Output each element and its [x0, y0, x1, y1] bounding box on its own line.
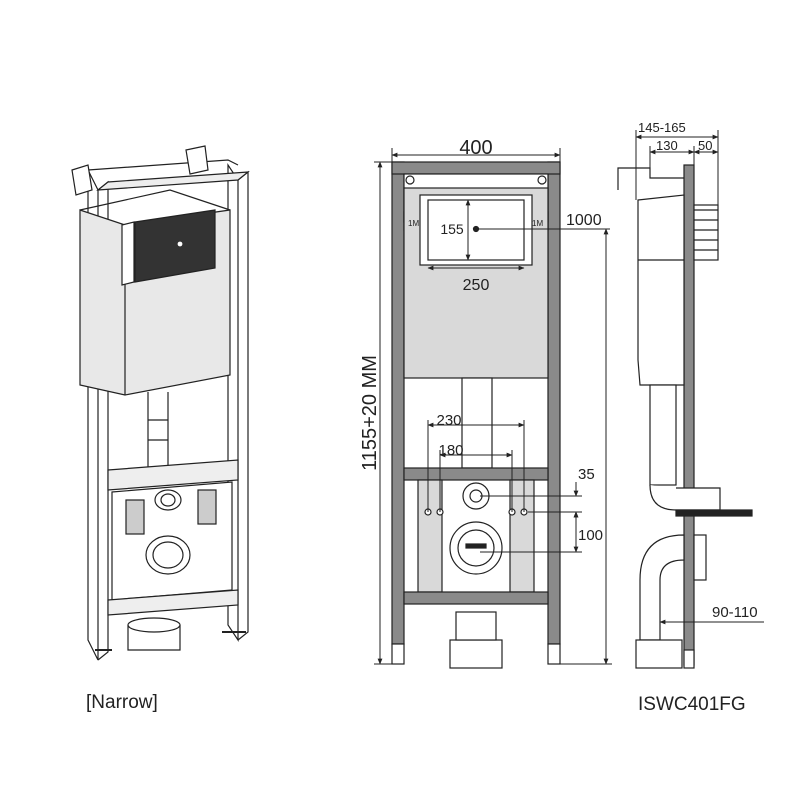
dim-label-400: 400	[459, 137, 492, 159]
model-caption: ISWC401FG	[638, 694, 746, 715]
dim-label-total-height: 1155+20 MM	[359, 355, 381, 471]
dim-label-130: 130	[656, 138, 678, 153]
dim-label-100: 100	[578, 527, 603, 544]
dim-label-145-165: 145-165	[638, 120, 686, 135]
isometric-view	[71, 145, 250, 661]
mark-1m-left: 1M	[408, 219, 419, 228]
side-view	[617, 164, 753, 669]
dim-label-250: 250	[463, 277, 490, 294]
variant-caption: [Narrow]	[86, 692, 158, 713]
dim-label-1000: 1000	[566, 212, 602, 229]
dim-label-50: 50	[698, 138, 712, 153]
dim-label-90-110: 90-110	[712, 604, 758, 621]
dim-label-35: 35	[578, 466, 595, 483]
front-view	[391, 161, 561, 669]
dim-label-155: 155	[440, 221, 464, 237]
front-view-dimensions	[374, 148, 612, 665]
mark-1m-right: 1M	[532, 219, 543, 228]
dim-label-230: 230	[436, 412, 461, 429]
dim-label-180: 180	[438, 442, 463, 459]
side-view-dimensions	[635, 130, 764, 625]
